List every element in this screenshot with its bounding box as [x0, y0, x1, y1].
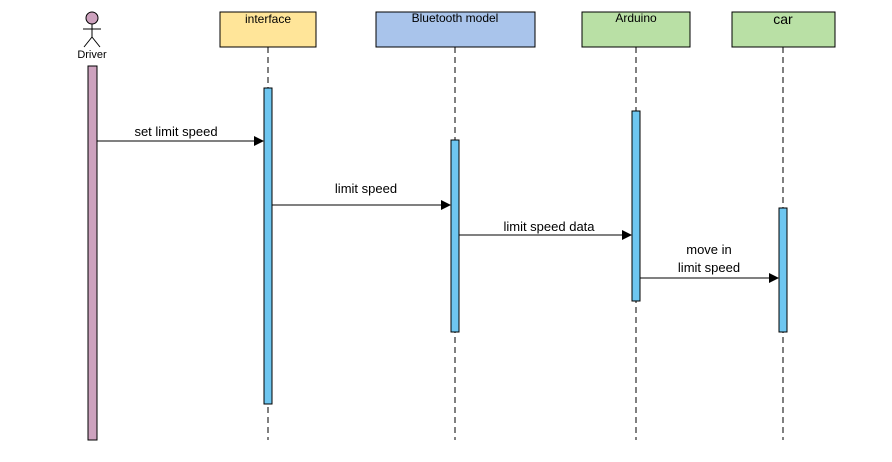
- activation-bar-interface: [263, 87, 273, 405]
- lifeline-arduino: Arduino: [581, 11, 691, 440]
- lifeline-head-label: Bluetooth model: [412, 11, 499, 25]
- driver-activation-bar: [87, 65, 98, 441]
- actor-right-leg-icon: [91, 36, 101, 48]
- lifeline-bluetooth-model: Bluetooth model: [375, 11, 536, 440]
- lifeline-head-interface: [219, 11, 317, 48]
- lifeline-head-arduino: [581, 11, 691, 48]
- actor-head-icon: [85, 11, 99, 25]
- driver-actor: Driver: [77, 11, 107, 61]
- activation-bar-bluetooth-model: [450, 139, 460, 333]
- lifeline-interface: interface: [219, 11, 317, 440]
- message-limit-speed-data: limit speed data: [459, 219, 632, 240]
- message-label-line-2: limit speed: [678, 260, 740, 275]
- message-label: set limit speed: [134, 124, 217, 139]
- lifeline-head-label: Arduino: [615, 11, 657, 25]
- message-limit-speed: limit speed: [272, 181, 451, 210]
- lifeline-head-label: interface: [245, 12, 291, 26]
- lifeline-head-car: [731, 11, 836, 48]
- lifeline-head-bluetooth-model: [375, 11, 536, 48]
- message-move-in-limit-speed: move in limit speed: [640, 242, 779, 283]
- activation-bar-arduino: [631, 110, 641, 302]
- actor-left-leg-icon: [83, 36, 93, 48]
- message-label: limit speed data: [503, 219, 595, 234]
- actor-label: Driver: [77, 49, 107, 61]
- message-label-line-1: move in: [686, 242, 732, 257]
- lifeline-head-label: car: [773, 11, 793, 27]
- message-label: limit speed: [335, 181, 397, 196]
- message-set-limit-speed: set limit speed: [97, 124, 264, 146]
- activation-bar-car: [778, 207, 788, 333]
- lifeline-car: car: [731, 11, 836, 440]
